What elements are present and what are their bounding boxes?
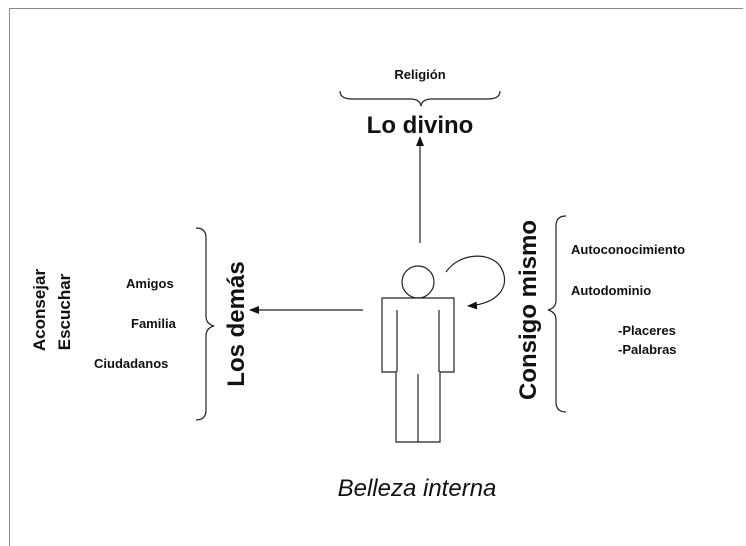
action-label-aconsejar: Aconsejar bbox=[30, 268, 49, 352]
action-label-escuchar: Escuchar bbox=[55, 273, 74, 351]
religion-label: Religión bbox=[394, 67, 446, 82]
left-brace bbox=[195, 227, 215, 421]
right-subitem-placeres: -Placeres bbox=[618, 323, 676, 338]
diagram-frame bbox=[9, 8, 743, 546]
divine-label: Lo divino bbox=[366, 112, 474, 139]
caption-belleza-interna: Belleza interna bbox=[337, 475, 497, 502]
person-head bbox=[401, 265, 435, 299]
left-item-familia: Familia bbox=[131, 316, 176, 331]
right-brace bbox=[547, 215, 567, 413]
right-item-autodominio: Autodominio bbox=[571, 283, 652, 298]
right-subitem-palabras: -Palabras bbox=[618, 342, 677, 357]
right-item-autoconocimiento: Autoconocimiento bbox=[571, 242, 686, 257]
left-group-title: Los demás bbox=[223, 261, 250, 387]
person-body bbox=[381, 297, 455, 443]
left-item-ciudadanos: Ciudadanos bbox=[94, 356, 169, 371]
person-figure bbox=[381, 265, 455, 443]
right-group-title: Consigo mismo bbox=[515, 219, 542, 401]
self-arrow bbox=[445, 255, 506, 310]
left-item-amigos: Amigos bbox=[126, 276, 174, 291]
top-brace bbox=[339, 90, 501, 107]
